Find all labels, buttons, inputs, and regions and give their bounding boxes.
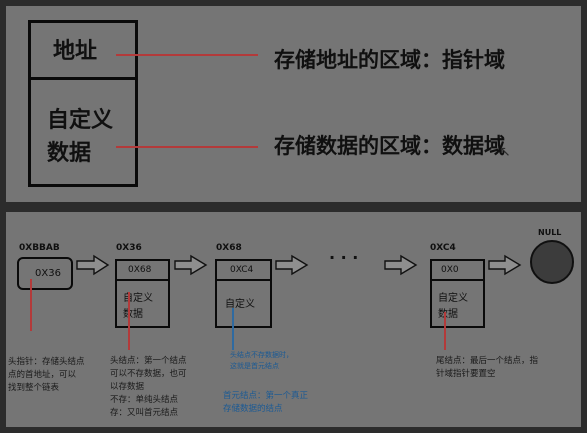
node-data-field: 自定义 数据	[430, 279, 485, 328]
pointer-field-label: 地址	[53, 39, 98, 64]
node-data-field: 自定义	[215, 279, 272, 328]
arrow-icon	[384, 254, 418, 276]
node-address-label: 0XC4	[430, 243, 456, 253]
first-node-small-note: 头结点不存数据时， 这就是首元结点	[230, 350, 293, 372]
data-field-caption: 存储数据的区域：数据域	[274, 134, 505, 158]
arrow-icon	[174, 254, 208, 276]
head-pointer-annotation-line	[30, 279, 32, 331]
data-field-connector	[116, 146, 258, 148]
pointer-field-caption: 存储地址的区域：指针域	[274, 48, 505, 72]
null-circle	[530, 240, 574, 284]
node-structure-panel: 地址 自定义 数据 存储地址的区域：指针域 存储数据的区域：数据域 ↖	[6, 6, 581, 202]
arrow-icon	[488, 254, 522, 276]
data-field-box: 自定义 数据	[28, 77, 138, 187]
note-line: 头指针：存储头结点	[8, 357, 85, 367]
link-arrows	[76, 254, 522, 276]
node-data-line1: 自定义	[438, 293, 468, 304]
note-line: 存：又叫首元结点	[110, 408, 179, 418]
note-line: 尾结点：最后一个结点，指	[436, 356, 539, 366]
arrow-icon	[76, 254, 110, 276]
data-field-label-line1: 自定义	[47, 108, 114, 133]
pointer-field-connector	[116, 54, 258, 56]
note-line: 以存数据	[110, 382, 145, 392]
tail-node-annotation-line	[444, 312, 446, 350]
linked-list-panel: 0XBBAB 0X36 0X36 0X68 自定义 数据 0X68 0XC4 自…	[6, 212, 581, 427]
note-line: 头结点：第一个结点	[110, 356, 187, 366]
first-node-annotation-line	[232, 308, 234, 350]
note-line: 首元结点：第一个真正	[223, 391, 309, 401]
note-line: 可以不存数据，也可	[110, 369, 187, 379]
note-line: 不存：单纯头结点	[110, 395, 179, 405]
head-node-note: 头结点：第一个结点 可以不存数据，也可 以存数据 不存：单纯头结点 存：又叫首元…	[110, 355, 187, 420]
arrow-icon	[275, 254, 309, 276]
node-data-line1: 自定义	[225, 299, 255, 310]
head-pointer-value: 0X36	[35, 268, 61, 279]
node-data-line2: 数据	[123, 309, 143, 320]
note-line: 存储数据的结点	[223, 404, 283, 414]
note-line: 找到整个链表	[8, 383, 60, 393]
note-line: 针域指针要置空	[436, 369, 496, 379]
node-address-label: 0X36	[116, 243, 142, 253]
head-node-annotation-line	[128, 292, 130, 350]
head-pointer-note: 头指针：存储头结点 点的首地址，可以 找到整个链表	[8, 356, 85, 395]
head-pointer-box: 0X36	[17, 257, 73, 290]
node-data-field: 自定义 数据	[115, 279, 170, 328]
tail-node-note: 尾结点：最后一个结点，指 针域指针要置空	[436, 355, 538, 381]
ellipsis: · · ·	[329, 248, 359, 267]
node-next-pointer: 0X0	[441, 265, 459, 275]
note-line: 头结点不存数据时，	[230, 351, 293, 359]
pointer-field-box: 地址	[28, 20, 138, 80]
node-next-pointer: 0XC4	[230, 265, 254, 275]
first-node-note: 首元结点：第一个真正 存储数据的结点	[223, 390, 308, 416]
note-line: 点的首地址，可以	[8, 370, 77, 380]
data-field-label-line2: 数据	[47, 141, 92, 166]
null-label: NULL	[538, 228, 562, 237]
head-pointer-address: 0XBBAB	[19, 243, 60, 253]
node-address-label: 0X68	[216, 243, 242, 253]
node-next-pointer: 0X68	[128, 265, 152, 275]
node-data-line1: 自定义	[123, 293, 153, 304]
mouse-cursor-icon: ↖	[499, 144, 511, 160]
note-line: 这就是首元结点	[230, 362, 279, 370]
node-data-line2: 数据	[438, 309, 458, 320]
